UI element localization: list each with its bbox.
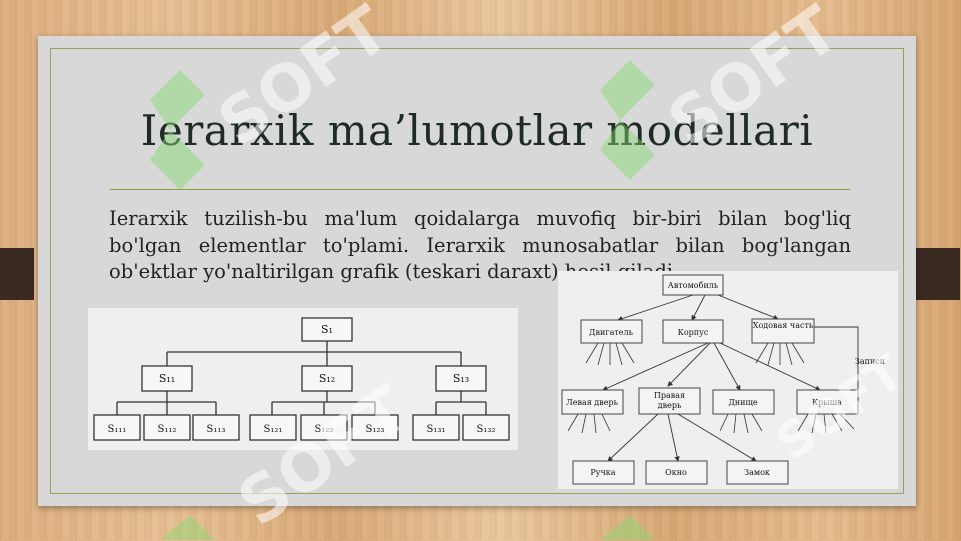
node-level3: S₁₂₃ bbox=[366, 424, 385, 435]
slide-frame bbox=[50, 48, 904, 494]
car-node-right-door: Правая дверь bbox=[653, 391, 686, 410]
car-node-left-door: Левая дверь bbox=[566, 398, 619, 407]
car-node-handle: Ручка bbox=[590, 468, 615, 477]
watermark-logo bbox=[600, 60, 655, 180]
node-level3: S₁₁₂ bbox=[158, 424, 177, 435]
node-level2: S₁₂ bbox=[319, 372, 335, 385]
slide-title: Ierarxik ma’lumotlar modellari bbox=[140, 106, 814, 155]
records-label: Записи bbox=[855, 357, 885, 366]
binder-clip-left bbox=[0, 248, 34, 300]
car-node-roof: Крыша bbox=[812, 398, 842, 407]
car-node-body: Корпус bbox=[678, 328, 709, 337]
car-node-engine: Двигатель bbox=[589, 328, 634, 337]
car-node-floor: Днище bbox=[728, 398, 758, 407]
slide-paragraph: Ierarxik tuzilish-bu ma'lum qoidalarga m… bbox=[109, 207, 851, 283]
node-level2: S₁₁ bbox=[159, 372, 175, 385]
node-level2: S₁₃ bbox=[453, 372, 469, 385]
car-node-window: Окно bbox=[665, 468, 687, 477]
watermark-logo bbox=[150, 70, 205, 190]
hierarchy-diagram-car: Автомобиль Двигатель Корпус Ходовая част… bbox=[558, 271, 898, 489]
node-level3: S₁₃₁ bbox=[427, 424, 446, 435]
car-node-lock: Замок bbox=[744, 468, 770, 477]
watermark-logo bbox=[160, 515, 215, 540]
node-level3: S₁₂₁ bbox=[264, 424, 283, 435]
title-divider bbox=[110, 189, 850, 190]
node-level3: S₁₁₁ bbox=[108, 424, 127, 435]
node-level3: S₁₂₂ bbox=[315, 424, 334, 435]
watermark-logo bbox=[600, 515, 655, 540]
car-node-root: Автомобиль bbox=[668, 281, 719, 290]
hierarchy-diagram-abstract: S₁ S₁₁ S₁₂ S₁₃ S₁₁₁ S₁₁₂ S₁₁₃ S₁₂₁ S₁₂₂ … bbox=[88, 308, 518, 450]
node-root: S₁ bbox=[321, 323, 333, 336]
node-level3: S₁₃₂ bbox=[477, 424, 496, 435]
node-level3: S₁₁₃ bbox=[207, 424, 226, 435]
car-node-chassis: Ходовая часть bbox=[752, 321, 814, 330]
